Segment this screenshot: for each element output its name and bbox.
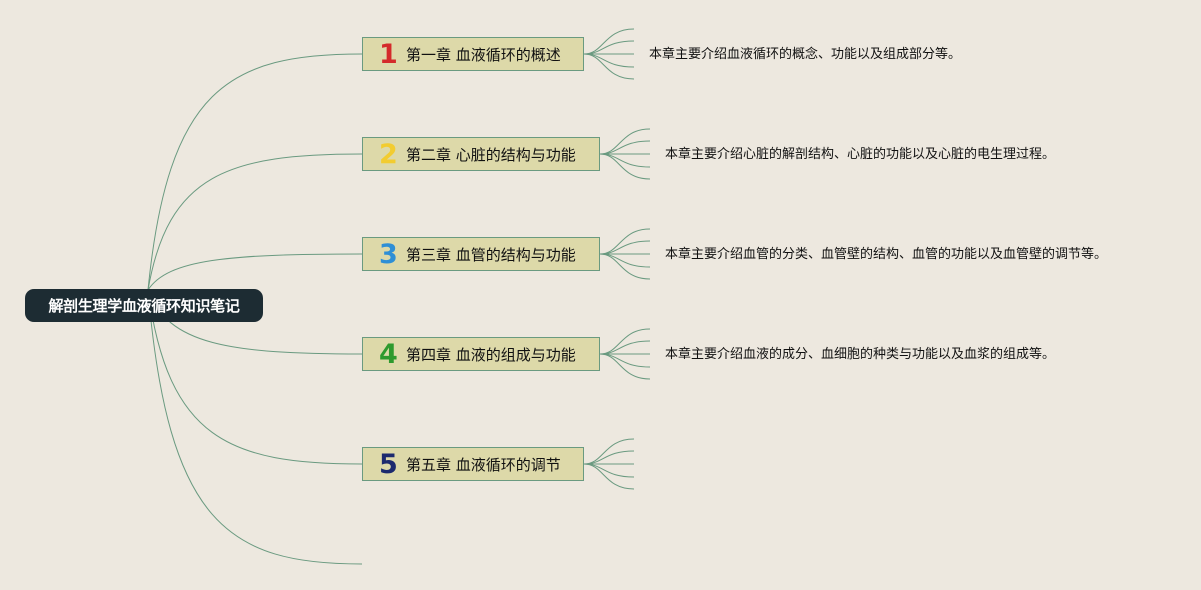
- chapter-1-title: 第一章 血液循环的概述: [406, 45, 561, 64]
- branch-line-2: [147, 153, 363, 291]
- fan-line-4-5: [599, 353, 651, 380]
- fan-line-1-2: [583, 40, 635, 55]
- chapter-2-description: 本章主要介绍心脏的解剖结构、心脏的功能以及心脏的电生理过程。: [665, 147, 1056, 162]
- chapter-2-number: 2: [379, 138, 398, 170]
- chapter-4-title: 第四章 血液的组成与功能: [406, 345, 576, 364]
- branch-line-3: [147, 253, 363, 291]
- fan-line-3-5: [599, 253, 651, 280]
- fan-line-5-4: [583, 463, 635, 478]
- root-topic-label: 解剖生理学血液循环知识笔记: [48, 297, 240, 315]
- chapter-2-node[interactable]: 2 第二章 心脏的结构与功能: [362, 137, 600, 171]
- fan-line-3-2: [599, 240, 651, 255]
- root-topic[interactable]: 解剖生理学血液循环知识笔记: [25, 289, 263, 322]
- chapter-4-node[interactable]: 4 第四章 血液的组成与功能: [362, 337, 600, 371]
- branch-line-6: [147, 289, 363, 565]
- fan-line-1-5: [583, 53, 635, 80]
- fan-line-2-2: [599, 140, 651, 155]
- fan-line-5-5: [583, 463, 635, 490]
- chapter-4-description: 本章主要介绍血液的成分、血细胞的种类与功能以及血浆的组成等。: [665, 347, 1056, 362]
- fan-line-5-2: [583, 450, 635, 465]
- chapter-5-title: 第五章 血液循环的调节: [406, 455, 561, 474]
- chapter-3-number: 3: [379, 238, 398, 270]
- chapter-3-title: 第三章 血管的结构与功能: [406, 245, 576, 264]
- fan-line-4-4: [599, 353, 651, 368]
- fan-line-4-2: [599, 340, 651, 355]
- fan-line-2-5: [599, 153, 651, 180]
- chapter-1-number: 1: [379, 38, 398, 70]
- chapter-4-number: 4: [379, 338, 398, 370]
- chapter-3-description: 本章主要介绍血管的分类、血管壁的结构、血管的功能以及血管壁的调节等。: [665, 247, 1108, 262]
- branch-line-5: [147, 289, 363, 465]
- chapter-3-node[interactable]: 3 第三章 血管的结构与功能: [362, 237, 600, 271]
- fan-line-1-4: [583, 53, 635, 68]
- fan-line-2-4: [599, 153, 651, 168]
- chapter-2-title: 第二章 心脏的结构与功能: [406, 145, 576, 164]
- chapter-5-node[interactable]: 5 第五章 血液循环的调节: [362, 447, 584, 481]
- chapter-1-node[interactable]: 1 第一章 血液循环的概述: [362, 37, 584, 71]
- chapter-1-description: 本章主要介绍血液循环的概念、功能以及组成部分等。: [649, 47, 962, 62]
- fan-line-3-4: [599, 253, 651, 268]
- chapter-5-number: 5: [379, 448, 398, 480]
- branch-line-1: [147, 53, 363, 291]
